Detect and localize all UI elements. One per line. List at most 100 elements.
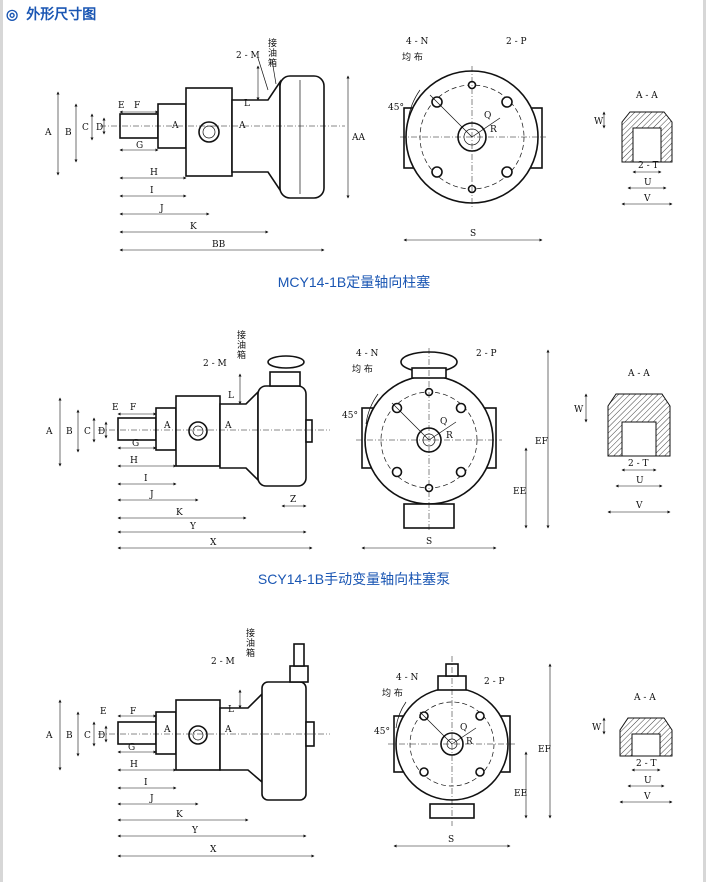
label-ef: EF xyxy=(535,437,548,447)
label-l: L xyxy=(228,391,234,401)
label-e: E xyxy=(118,101,125,111)
label-f: F xyxy=(130,707,136,717)
label-c: C xyxy=(84,731,91,741)
section-hole xyxy=(631,733,661,757)
label-oil-2: 油 xyxy=(268,47,277,59)
label-n-note: 均 布 xyxy=(382,687,403,699)
label-b: B xyxy=(65,128,72,138)
label-t: 2 - T xyxy=(636,759,657,769)
label-oil-2: 油 xyxy=(237,339,246,351)
label-oil-2: 油 xyxy=(246,637,255,649)
transition-body xyxy=(219,692,263,784)
handwheel xyxy=(267,355,305,369)
label-a: A xyxy=(45,427,53,437)
label-s: S xyxy=(426,537,432,547)
label-p: 2 - P xyxy=(506,37,527,47)
label-b: B xyxy=(66,427,73,437)
side-cap xyxy=(305,419,313,443)
label-angle: 45° xyxy=(342,411,358,421)
label-y: Y xyxy=(191,826,199,836)
label-i: I xyxy=(144,778,148,788)
label-e: E xyxy=(112,403,119,413)
label-c: C xyxy=(84,427,91,437)
label-q: Q xyxy=(440,417,447,427)
label-u: U xyxy=(644,776,652,786)
bolt-3 xyxy=(391,466,403,478)
label-w: W xyxy=(594,117,604,127)
label-z: Z xyxy=(290,495,296,505)
label-p: 2 - P xyxy=(484,677,505,687)
label-w: W xyxy=(592,723,602,733)
label-a-section-left: A xyxy=(171,121,179,131)
label-l: L xyxy=(228,705,234,715)
end-housing xyxy=(279,75,325,199)
label-v: V xyxy=(643,792,651,802)
label-t: 2 - T xyxy=(628,459,649,469)
label-x: X xyxy=(210,845,217,855)
diagram-1: A B C D E F G H I J K BB AA A A L 2 - M … xyxy=(44,37,673,252)
front-view-3: 4 - N 均 布 2 - P 45° Q R S EE EF xyxy=(374,656,552,848)
label-section-title: A - A xyxy=(633,693,656,703)
section-view-1: A - A W 2 - T U V xyxy=(594,91,673,206)
diagram-3: A B C D E F G H I J K Y X A A L 2 - M 接 … xyxy=(45,627,673,858)
label-u: U xyxy=(636,476,644,486)
label-r: R xyxy=(446,431,453,441)
label-aa: AA xyxy=(351,133,365,143)
label-r: R xyxy=(466,737,473,747)
right-frame-border xyxy=(703,0,706,882)
front-view-2: 4 - N 均 布 2 - P 45° Q R S EE EF xyxy=(342,348,550,550)
label-oil-3: 箱 xyxy=(246,647,255,659)
label-m: 2 - M xyxy=(203,359,227,369)
handwheel-base xyxy=(269,371,301,387)
bolt-3 xyxy=(431,166,443,178)
label-a-section-left: A xyxy=(163,725,171,735)
label-j: J xyxy=(149,490,154,500)
bolt-2 xyxy=(501,96,513,108)
label-d: D xyxy=(98,731,105,741)
label-n-note: 均 布 xyxy=(402,51,423,63)
label-angle: 45° xyxy=(374,727,390,737)
label-u: U xyxy=(644,178,652,188)
transition-body xyxy=(231,79,281,193)
label-n-note: 均 布 xyxy=(352,363,373,375)
label-r: R xyxy=(490,125,497,135)
label-m: 2 - M xyxy=(236,51,260,61)
section-view-3: A - A W 2 - T U V xyxy=(592,693,673,804)
label-g: G xyxy=(132,439,139,449)
label-section-title: A - A xyxy=(635,91,658,101)
label-h: H xyxy=(130,760,138,770)
label-w: W xyxy=(574,405,584,415)
port-inner xyxy=(192,425,204,437)
bolt-2 xyxy=(455,402,467,414)
section-title: 外形尺寸图 xyxy=(26,6,97,22)
label-k: K xyxy=(176,508,183,518)
label-k: K xyxy=(176,810,183,820)
control-housing xyxy=(257,385,307,487)
bolt-4 xyxy=(501,166,513,178)
caption-scy: SCY14-1B手动变量轴向柱塞泵 xyxy=(257,571,451,587)
double-circle-icon: ◎ xyxy=(6,5,19,22)
label-c: C xyxy=(82,123,89,133)
transition-body xyxy=(219,390,259,482)
shaft xyxy=(117,417,157,441)
bolt-2 xyxy=(475,711,485,721)
label-v: V xyxy=(643,194,651,204)
valve-stem-base xyxy=(289,665,309,683)
label-ee: EE xyxy=(513,487,526,497)
label-s: S xyxy=(470,229,476,239)
label-i: I xyxy=(150,186,154,196)
label-f: F xyxy=(130,403,136,413)
label-l: L xyxy=(244,99,250,109)
label-i: I xyxy=(144,474,148,484)
section-hole xyxy=(632,127,662,163)
label-t: 2 - T xyxy=(638,161,659,171)
label-oil-1: 接 xyxy=(246,627,255,639)
control-housing xyxy=(261,681,307,801)
bolt-3 xyxy=(419,767,429,777)
port xyxy=(188,725,208,745)
bolt-4 xyxy=(475,767,485,777)
label-n: 4 - N xyxy=(396,673,418,683)
caption-mcy: MCY14-1B定量轴向柱塞 xyxy=(277,274,431,290)
label-a-section-right: A xyxy=(224,725,232,735)
